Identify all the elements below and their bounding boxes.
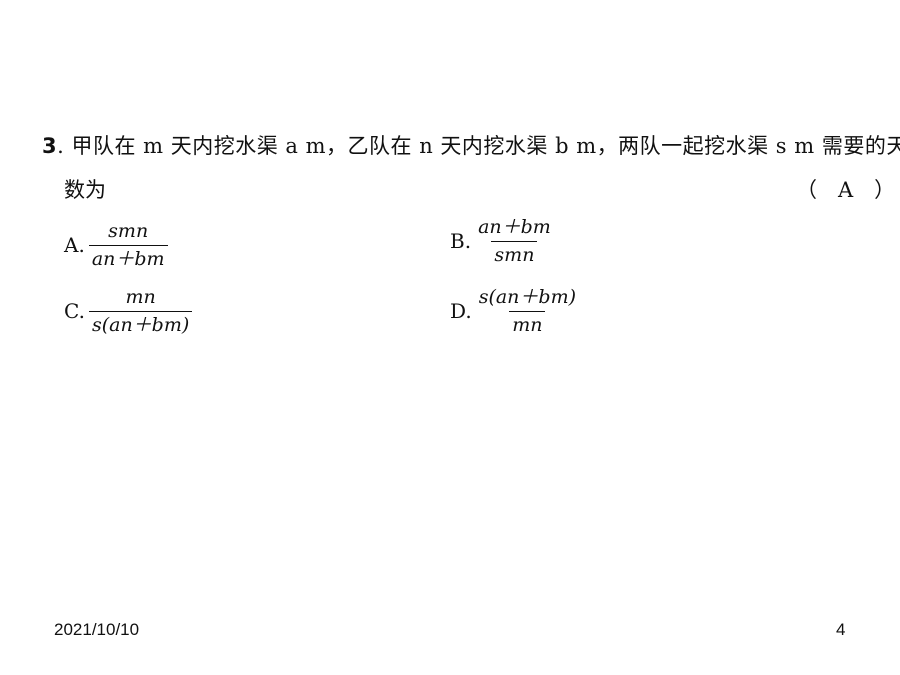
option-c-numerator: mn bbox=[125, 286, 156, 308]
answer-bracket: （ A ） bbox=[796, 178, 896, 202]
question-text-line-1: . 甲队在 m 天内挖水渠 a m，乙队在 n 天内挖水渠 b m，两队一起挖水… bbox=[57, 134, 900, 158]
option-b-numerator: an＋bm bbox=[478, 216, 551, 238]
option-b: B. an＋bm smn bbox=[450, 216, 554, 267]
option-a-denominator: an＋bm bbox=[88, 244, 168, 271]
footer-date: 2021/10/10 bbox=[54, 620, 140, 639]
option-c-fraction: mn s(an＋bm) bbox=[88, 286, 193, 337]
option-c-denominator: s(an＋bm) bbox=[88, 310, 193, 337]
option-a: A. smn an＋bm bbox=[64, 220, 168, 271]
question-number: 3 bbox=[42, 134, 58, 158]
footer-page-number: 4 bbox=[836, 620, 846, 639]
option-d-fraction: s(an＋bm) mn bbox=[476, 286, 579, 337]
option-b-denominator: smn bbox=[491, 240, 538, 267]
option-c-letter: C. bbox=[64, 299, 85, 324]
option-a-numerator: smn bbox=[108, 220, 149, 242]
option-a-fraction: smn an＋bm bbox=[88, 220, 168, 271]
option-d-denominator: mn bbox=[509, 310, 546, 337]
option-b-fraction: an＋bm smn bbox=[475, 216, 554, 267]
option-a-letter: A. bbox=[64, 233, 85, 258]
option-d-numerator: s(an＋bm) bbox=[478, 286, 577, 308]
question-text-line-2: 数为 bbox=[64, 178, 106, 202]
option-c: C. mn s(an＋bm) bbox=[64, 286, 193, 337]
question-line-1: 3. 甲队在 m 天内挖水渠 a m，乙队在 n 天内挖水渠 b m，两队一起挖… bbox=[42, 130, 900, 160]
option-d-letter: D. bbox=[450, 299, 472, 324]
option-d: D. s(an＋bm) mn bbox=[450, 286, 579, 337]
option-b-letter: B. bbox=[450, 229, 472, 254]
